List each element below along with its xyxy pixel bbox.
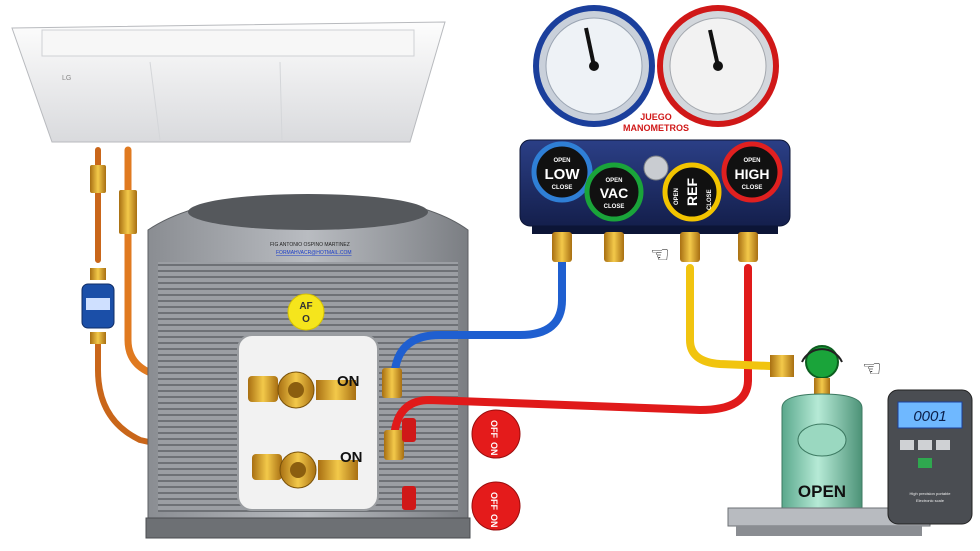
ball-valve-1[interactable]: OFF ON bbox=[471, 409, 521, 459]
red-valve-knob-2[interactable] bbox=[402, 486, 416, 510]
pointing-hand-icon: ☜ bbox=[650, 242, 670, 267]
manifold-title-line2: MANOMETROS bbox=[623, 123, 689, 133]
cylinder-valve[interactable] bbox=[770, 345, 843, 396]
scale-key-1[interactable] bbox=[900, 440, 914, 450]
svg-text:OPEN: OPEN bbox=[553, 158, 570, 164]
svg-text:REF: REF bbox=[684, 178, 700, 206]
scale-display-unit: 0001 High precision portable Electronic … bbox=[887, 389, 973, 525]
refrigerant-cylinder: OPEN bbox=[781, 393, 863, 511]
svg-text:O: O bbox=[302, 314, 310, 325]
cylinder-state-label: OPEN bbox=[798, 482, 846, 501]
svg-text:LOW: LOW bbox=[545, 166, 581, 183]
low-pressure-gauge bbox=[533, 5, 655, 127]
svg-text:CLOSE: CLOSE bbox=[707, 189, 713, 210]
scale-readout-bg bbox=[897, 401, 963, 429]
suction-service-valve[interactable] bbox=[248, 371, 356, 409]
liquid-valve-state: ON bbox=[340, 449, 363, 466]
high-side-hose bbox=[391, 264, 752, 434]
refrigerant-hose bbox=[686, 264, 774, 370]
svg-text:CLOSE: CLOSE bbox=[742, 185, 763, 191]
svg-text:OPEN: OPEN bbox=[674, 188, 680, 205]
scale-readout: 0001 bbox=[913, 408, 946, 425]
indoor-flare-nut-2 bbox=[119, 190, 137, 234]
liquid-service-valve[interactable] bbox=[252, 451, 358, 489]
svg-text:ON: ON bbox=[489, 442, 499, 456]
vacuum-knob[interactable]: OPEN VAC CLOSE bbox=[584, 162, 644, 222]
indoor-brand-logo: LG bbox=[62, 75, 71, 82]
svg-text:ON: ON bbox=[489, 514, 499, 528]
high-side-knob[interactable]: OPEN HIGH CLOSE bbox=[721, 141, 783, 203]
refrigerant-knob[interactable]: OPEN REF CLOSE bbox=[662, 162, 722, 222]
red-valve-knob-1[interactable] bbox=[402, 418, 416, 442]
scale-key-2[interactable] bbox=[918, 440, 932, 450]
ball-valve-2[interactable]: OFF ON bbox=[471, 481, 521, 531]
manifold-title-line1: JUEGO bbox=[640, 112, 672, 122]
pointing-hand-icon-2: ☜ bbox=[862, 356, 882, 381]
svg-text:VAC: VAC bbox=[600, 185, 629, 201]
low-side-hose bbox=[391, 251, 566, 374]
svg-text:High precision portable: High precision portable bbox=[910, 491, 952, 496]
svg-text:OPEN: OPEN bbox=[605, 178, 622, 184]
svg-text:AF: AF bbox=[299, 301, 312, 312]
scale-key-power[interactable] bbox=[918, 458, 932, 468]
svg-text:OFF: OFF bbox=[489, 492, 499, 510]
low-side-coupler bbox=[382, 368, 402, 398]
liquid-line-filter-drier bbox=[81, 268, 115, 344]
access-fitting-badge: AF O bbox=[287, 293, 325, 331]
svg-text:CLOSE: CLOSE bbox=[552, 185, 573, 191]
svg-text:Electronic scale: Electronic scale bbox=[916, 498, 945, 503]
svg-text:OPEN: OPEN bbox=[743, 158, 760, 164]
svg-text:OFF: OFF bbox=[489, 420, 499, 438]
hoses bbox=[391, 251, 774, 434]
indoor-unit: LG bbox=[11, 21, 446, 143]
author-email: FORMAHVACR@HOTMAIL.COM bbox=[276, 250, 352, 256]
low-side-knob[interactable]: OPEN LOW CLOSE bbox=[531, 141, 593, 203]
manifold-ports bbox=[552, 232, 758, 262]
condenser-unit: FIG ANTONIO OSPINO MARTINEZ FORMAHVACR@H… bbox=[145, 194, 471, 539]
suction-valve-state: ON bbox=[337, 373, 360, 390]
scale-key-3[interactable] bbox=[936, 440, 950, 450]
svg-text:CLOSE: CLOSE bbox=[604, 204, 625, 210]
svg-text:HIGH: HIGH bbox=[735, 166, 770, 182]
author-credit: FIG ANTONIO OSPINO MARTINEZ bbox=[270, 242, 350, 248]
high-pressure-gauge bbox=[657, 5, 779, 127]
high-side-coupler bbox=[384, 430, 404, 460]
indoor-flare-nut-1 bbox=[90, 165, 106, 193]
